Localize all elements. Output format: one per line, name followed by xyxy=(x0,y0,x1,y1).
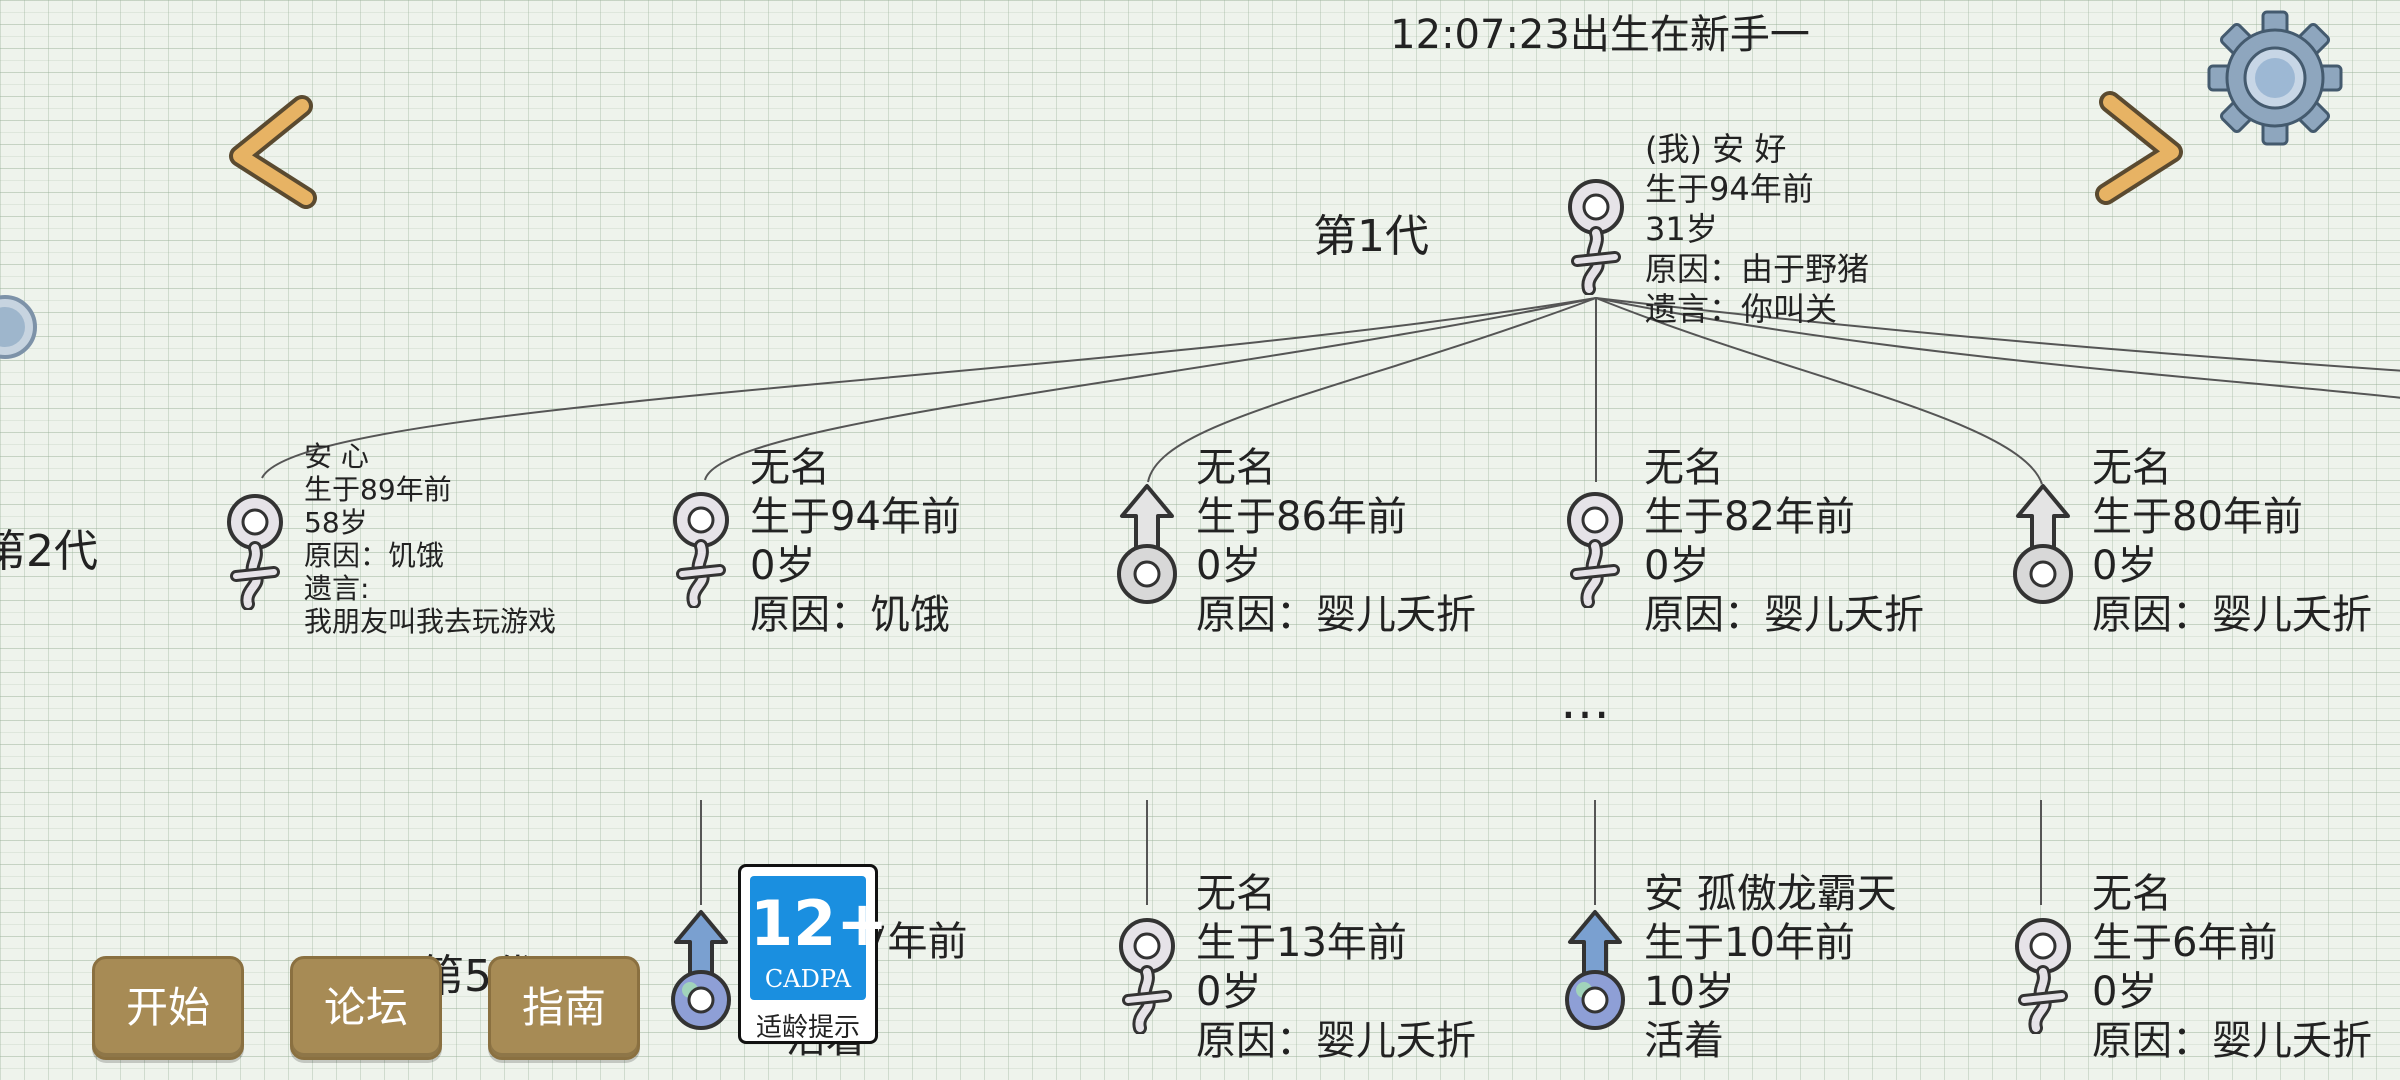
person-born: 生于89年前 xyxy=(304,473,452,506)
person-age: 31岁 xyxy=(1645,210,1718,248)
gen2-person-4[interactable]: 无名 生于82年前 0岁 原因：婴儿夭折 xyxy=(1554,445,1924,640)
person-born: 生于6年前 xyxy=(2092,920,2278,966)
gen5-person-3[interactable]: 安 孤傲龙霸天 生于10年前 10岁 活着 xyxy=(1554,871,1897,1066)
generation-label-2: 第2代 xyxy=(0,526,98,577)
female-symbol-icon xyxy=(1554,478,1636,608)
person-will-label: 遗言: xyxy=(304,572,370,605)
person-age: 58岁 xyxy=(304,506,368,539)
person-cause: 原因：饥饿 xyxy=(750,592,950,638)
person-name: 安 孤傲龙霸天 xyxy=(1644,871,1897,917)
person-age: 0岁 xyxy=(1196,969,1262,1015)
person-age: 0岁 xyxy=(2092,969,2158,1015)
gen2-person-2[interactable]: 无名 生于94年前 0岁 原因：饥饿 xyxy=(660,445,961,640)
person-born: 生于94年前 xyxy=(750,494,961,540)
age-rating-badge[interactable]: 12+ CADPA 适龄提示 xyxy=(738,864,889,1044)
start-button[interactable]: 开始 xyxy=(92,956,244,1060)
person-status: 活着 xyxy=(1644,1018,1724,1064)
person-cause: 原因：婴儿夭折 xyxy=(2092,1018,2372,1064)
age-rating-org: CADPA xyxy=(764,965,852,993)
person-name: 无名 xyxy=(1196,871,1276,917)
person-cause: 原因：婴儿夭折 xyxy=(1196,1018,1476,1064)
person-cause: 原因：由于野猪 xyxy=(1645,250,1870,288)
female-symbol-icon xyxy=(660,478,742,608)
female-symbol-icon xyxy=(2002,904,2084,1034)
person-born: 生于94年前 xyxy=(1645,170,1814,208)
gen2-person-1[interactable]: 安 心 生于89年前 58岁 原因：饥饿 遗言: 我朋友叫我去玩游戏 xyxy=(214,440,557,638)
age-rating-hint: 适龄提示 xyxy=(755,1013,860,1043)
guide-button[interactable]: 指南 xyxy=(488,956,640,1060)
side-badge-icon[interactable] xyxy=(0,292,40,362)
person-will: 遗言：你叫关 xyxy=(1645,290,1838,328)
gen2-person-3[interactable]: 无名 生于86年前 0岁 原因：婴儿夭折 xyxy=(1106,445,1476,640)
person-age: 0岁 xyxy=(2092,543,2158,589)
gen5-person-2[interactable]: 无名 生于13年前 0岁 原因：婴儿夭折 xyxy=(1106,871,1476,1066)
person-age: 0岁 xyxy=(1196,543,1262,589)
forum-button[interactable]: 论坛 xyxy=(290,956,442,1060)
person-name: 无名 xyxy=(2092,871,2172,917)
person-name: 无名 xyxy=(2092,445,2172,491)
person-cause: 原因：饥饿 xyxy=(304,539,445,572)
left-chevron-icon[interactable] xyxy=(222,94,322,214)
person-age: 10岁 xyxy=(1644,969,1735,1015)
male-symbol-icon xyxy=(2013,484,2073,604)
person-born: 生于80年前 xyxy=(2092,494,2303,540)
person-name: 安 心 xyxy=(304,440,369,473)
person-cause: 原因：婴儿夭折 xyxy=(2092,592,2372,638)
person-name: 无名 xyxy=(750,445,830,491)
male-symbol-icon xyxy=(671,910,731,1030)
female-symbol-icon xyxy=(1106,904,1188,1034)
male-symbol-icon xyxy=(1565,910,1625,1030)
age-rating-panel: 12+ CADPA xyxy=(750,876,889,1000)
gear-icon[interactable] xyxy=(2205,8,2345,148)
person-age: 0岁 xyxy=(1644,543,1710,589)
gen5-person-4[interactable]: 无名 生于6年前 0岁 原因：婴儿夭折 xyxy=(2002,871,2372,1066)
person-cause: 原因：婴儿夭折 xyxy=(1196,592,1476,638)
person-name: 无名 xyxy=(1196,445,1276,491)
more-generations-ellipsis: … xyxy=(1560,672,1612,730)
age-rating-value: 12+ xyxy=(750,887,889,960)
female-symbol-icon xyxy=(214,480,296,610)
person-born: 生于86年前 xyxy=(1196,494,1407,540)
person-born: 7年前 xyxy=(862,919,968,965)
person-name: (我) 安 好 xyxy=(1645,130,1787,168)
person-will: 我朋友叫我去玩游戏 xyxy=(304,605,557,638)
male-symbol-icon xyxy=(1117,484,1177,604)
person-age: 0岁 xyxy=(750,543,816,589)
person-self[interactable]: (我) 安 好 生于94年前 31岁 原因：由于野猪 遗言：你叫关 xyxy=(1555,130,1870,329)
person-name: 无名 xyxy=(1644,445,1724,491)
gen2-person-5[interactable]: 无名 生于80年前 0岁 原因：婴儿夭折 xyxy=(2002,445,2372,640)
female-symbol-icon xyxy=(1555,165,1637,295)
person-born: 生于13年前 xyxy=(1196,920,1407,966)
person-born: 生于82年前 xyxy=(1644,494,1855,540)
person-born: 生于10年前 xyxy=(1644,920,1855,966)
generation-label-1: 第1代 xyxy=(1313,211,1429,262)
right-chevron-icon[interactable] xyxy=(2090,90,2190,210)
birth-info-title: 12:07:23出生在新手一 xyxy=(1390,12,1810,58)
person-cause: 原因：婴儿夭折 xyxy=(1644,592,1924,638)
